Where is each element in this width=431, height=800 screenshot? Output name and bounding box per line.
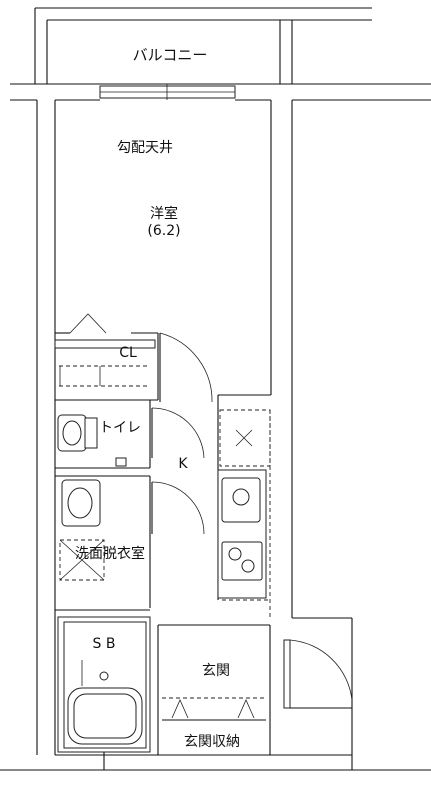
washroom-label: 洗面脱衣室 [75,545,145,562]
closet-label: CL [119,345,137,361]
structural-walls [0,99,431,771]
entrance [157,624,271,755]
washroom [55,475,151,611]
entrance-storage-label: 玄関収納 [184,733,240,750]
kitchen-label: K [178,456,188,472]
balcony-area [10,7,431,101]
entrance-label: 玄関 [202,662,230,679]
room-door[interactable] [159,332,213,403]
bath [57,616,151,770]
kitchen-area [217,394,271,620]
western-room-label: 洋室 [150,205,178,222]
toilet-door[interactable] [151,407,205,459]
balcony-label: バルコニー [133,46,208,64]
sloped-ceiling-label: 勾配天井 [117,140,173,156]
toilet-room [55,400,151,469]
toilet-label: トイレ [99,420,141,436]
front-door[interactable] [283,639,353,709]
washroom-door[interactable] [151,481,205,535]
balcony-window [99,84,236,100]
western-room-size: (6.2) [147,223,180,239]
bath-label: S B [93,636,116,652]
closet [54,313,159,401]
